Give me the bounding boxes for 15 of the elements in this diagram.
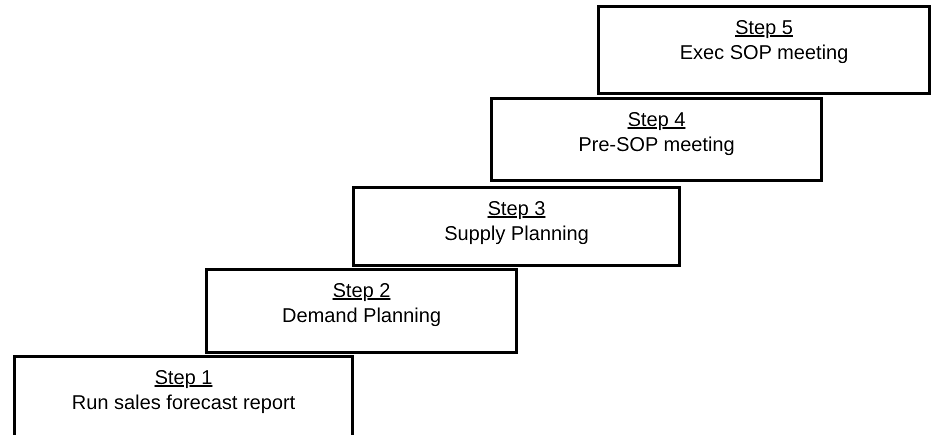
step-label: Pre-SOP meeting [578,133,735,158]
step-box [490,97,823,182]
step-heading: Step 2 [332,279,390,304]
step-heading: Step 4 [628,108,686,133]
step-heading: Step 3 [488,197,546,222]
step-box [13,355,354,435]
step-label: Supply Planning [444,222,589,247]
step-box [205,268,518,354]
step-box [352,186,681,267]
step-label: Exec SOP meeting [680,41,848,66]
step-label: Run sales forecast report [72,391,296,416]
step-label: Demand Planning [282,304,441,329]
step-heading: Step 5 [735,16,793,41]
step-heading: Step 1 [154,366,212,391]
step-box [597,5,931,95]
